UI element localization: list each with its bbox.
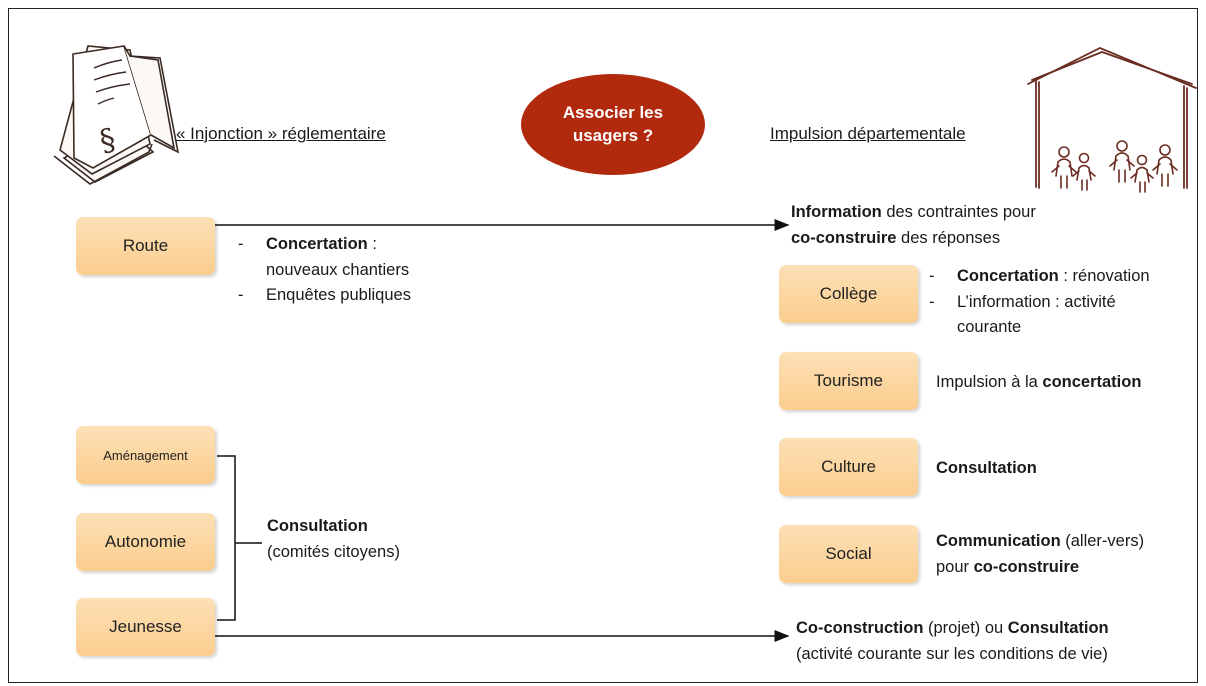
social-note-text-1: (aller-vers) — [1060, 532, 1145, 550]
svg-text:§: § — [97, 122, 119, 159]
consultation-group-title: Consultation — [267, 517, 368, 535]
social-note-text-2: pour — [936, 557, 974, 576]
jeunesse-box: Jeunesse — [76, 598, 215, 656]
route-note-concertation-bold: Concertation — [266, 235, 368, 253]
bottom-right-text-2: (activité courante sur les conditions de… — [796, 644, 1108, 663]
top-right-text-1: des contraintes pour — [881, 203, 1036, 221]
college-note-bold: Concertation — [957, 267, 1059, 285]
tourisme-label: Tourisme — [814, 371, 883, 390]
tourisme-note-bold: concertation — [1042, 373, 1142, 391]
route-note-enquetes-text: Enquêtes publiques — [266, 286, 411, 305]
culture-label: Culture — [821, 457, 876, 476]
left-heading: « Injonction » réglementaire — [176, 124, 386, 143]
bottom-right-text-1: (projet) ou — [923, 619, 1008, 637]
route-note-concertation-rest: : — [367, 235, 377, 253]
consultation-group-sub: (comités citoyens) — [267, 542, 400, 561]
top-right-text-2: des réponses — [896, 228, 1001, 247]
culture-box: Culture — [779, 438, 918, 496]
social-note-bold-2: co-construire — [973, 557, 1080, 576]
bottom-right-text: Co-construction (projet) ou Consultation… — [796, 616, 1109, 667]
consultation-group-text: Consultation (comités citoyens) — [267, 514, 400, 565]
top-right-text: Information des contraintes pour co-cons… — [791, 200, 1036, 251]
center-line-2: usagers ? — [572, 125, 654, 145]
bottom-right-bold-1: Co-construction — [796, 619, 924, 637]
route-label: Route — [122, 236, 169, 255]
route-box: Route — [76, 217, 215, 275]
route-note-chantiers: nouveaux chantiers — [266, 260, 410, 279]
tourisme-note-text: Impulsion à la — [936, 373, 1043, 391]
slide-frame — [8, 8, 1198, 683]
top-right-bold-2: co-construire — [791, 228, 897, 247]
route-note-concertation: Concertation : nouveaux chantiers — [238, 232, 411, 283]
consultation-bracket — [217, 455, 262, 621]
bottom-right-bold-2: Consultation — [1007, 619, 1109, 637]
legal-document-icon: § — [53, 45, 180, 185]
college-label: Collège — [819, 284, 878, 303]
social-label: Social — [825, 544, 872, 563]
college-note-information: L’information : activité courante — [929, 290, 1150, 341]
route-notes: Concertation : nouveaux chantiers Enquête… — [238, 232, 411, 309]
amenagement-box: Aménagement — [76, 426, 215, 484]
culture-note: Consultation — [936, 456, 1037, 482]
college-note-rest: : rénovation — [1058, 267, 1150, 285]
tourisme-note: Impulsion à la concertation — [936, 370, 1141, 396]
autonomie-label: Autonomie — [104, 532, 187, 551]
social-note-bold-1: Communication — [936, 532, 1061, 550]
house-people-icon — [1027, 47, 1197, 193]
college-box: Collège — [779, 265, 918, 323]
college-note-info-2: courante — [957, 318, 1022, 337]
right-heading: Impulsion départementale — [770, 124, 966, 143]
culture-note-bold: Consultation — [936, 459, 1037, 477]
social-box: Social — [779, 525, 918, 583]
social-note: Communication (aller-vers) pour co-const… — [936, 529, 1144, 580]
route-note-enquetes: Enquêtes publiques — [238, 283, 411, 309]
jeunesse-label: Jeunesse — [109, 617, 182, 636]
center-question-oval: Associer les usagers ? — [521, 74, 705, 175]
amenagement-label: Aménagement — [103, 447, 188, 463]
college-notes: Concertation : rénovation L’information … — [929, 264, 1150, 341]
center-line-1: Associer les — [562, 102, 664, 122]
top-right-bold-1: Information — [791, 203, 882, 221]
autonomie-box: Autonomie — [76, 513, 215, 571]
college-note-concertation: Concertation : rénovation — [929, 264, 1150, 290]
college-note-info-1: L’information : activité — [957, 292, 1116, 311]
tourisme-box: Tourisme — [779, 352, 918, 410]
